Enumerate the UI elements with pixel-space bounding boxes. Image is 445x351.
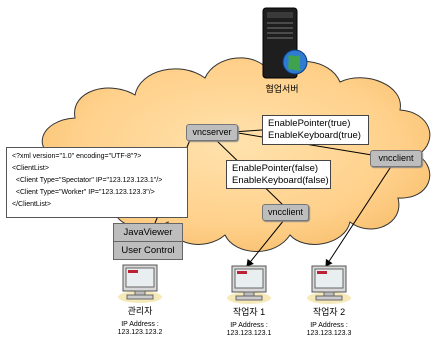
client-commands-box: EnablePointer(false) EnableKeyboard(fals… — [226, 160, 331, 189]
computer-icon-worker2 — [307, 265, 351, 304]
vncclient-right-box: vncclient — [370, 150, 422, 167]
vncclient-center-box: vncclient — [262, 204, 309, 221]
xml-line: <Client Type="Worker" IP="123.123.123.3"… — [12, 189, 155, 196]
worker2-ip: 123.123.123.3 — [306, 330, 352, 337]
worker1-label: 작업자 1 IP Address : 123.123.123.1 — [214, 305, 284, 338]
xml-line: </ClientList> — [12, 201, 51, 208]
admin-name: 관리자 — [127, 306, 153, 316]
computer-icon-worker1 — [227, 265, 271, 304]
arrow-to-worker2 — [325, 164, 393, 267]
javaviewer-box: JavaViewer User Control — [113, 223, 183, 260]
client-command-line: EnablePointer(false) — [232, 163, 319, 174]
xml-clientlist-box: <?xml version="1.0" encoding="UTF-8"?> <C… — [6, 147, 188, 218]
xml-line: <ClientList> — [12, 165, 49, 172]
javaviewer-subtitle: User Control — [114, 241, 182, 259]
worker1-name: 작업자 1 — [232, 307, 266, 317]
server-icon — [262, 7, 308, 79]
worker2-name: 작업자 2 — [312, 307, 346, 317]
server-label: 협업서버 — [265, 84, 299, 94]
worker1-ip-label: IP Address : — [230, 322, 268, 329]
admin-label: 관리자 IP Address : 123.123.123.2 — [105, 304, 175, 337]
arrow-to-worker1 — [246, 219, 285, 267]
admin-ip-label: IP Address : — [121, 321, 159, 328]
server-command-line: EnablePointer(true) — [268, 118, 351, 129]
worker2-label: 작업자 2 IP Address : 123.123.123.3 — [294, 305, 364, 338]
server-commands-box: EnablePointer(true) EnableKeyboard(true) — [262, 115, 369, 145]
admin-ip: 123.123.123.2 — [117, 329, 163, 336]
computer-icon-admin — [118, 264, 162, 303]
worker1-ip: 123.123.123.1 — [226, 330, 272, 337]
worker2-ip-label: IP Address : — [310, 322, 348, 329]
server-command-line: EnableKeyboard(true) — [268, 130, 361, 141]
javaviewer-title: JavaViewer — [123, 227, 173, 238]
vncserver-box: vncserver — [186, 124, 238, 141]
client-command-line: EnableKeyboard(false) — [232, 175, 329, 186]
xml-line: <Client Type="Spectator" IP="123.123.123… — [12, 177, 163, 184]
xml-line: <?xml version="1.0" encoding="UTF-8"?> — [12, 153, 142, 160]
